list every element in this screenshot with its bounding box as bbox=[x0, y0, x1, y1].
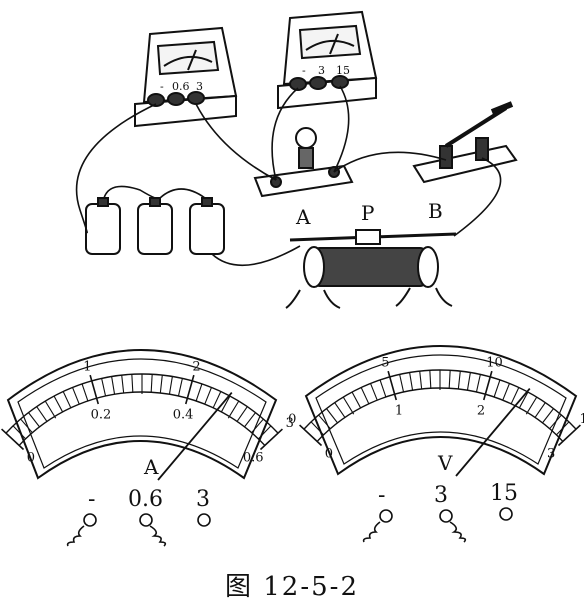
voltmeter-needle bbox=[455, 387, 531, 477]
ammeter-case bbox=[6, 349, 278, 480]
rheostat-label-b: B bbox=[428, 199, 443, 223]
battery-3 bbox=[189, 197, 225, 255]
battery-2 bbox=[137, 197, 173, 255]
ammeter-upper-tick-label: 1 bbox=[83, 360, 91, 375]
ammeter-terminal-0-6-label: 0.6 bbox=[128, 487, 163, 512]
ammeter-terminal-3-post bbox=[197, 513, 211, 527]
voltmeter-upper-tick-label: 0 bbox=[288, 412, 296, 427]
ammeter-upper-tick-label: 2 bbox=[192, 360, 200, 375]
voltmeter-lower-tick-label: 0 bbox=[325, 446, 333, 461]
rheostat: A P B bbox=[285, 199, 457, 309]
voltmeter-lower-tick-label: 3 bbox=[547, 446, 555, 461]
small-voltmeter: - 3 15 bbox=[277, 10, 378, 110]
small-voltmeter-terminal-3: 3 bbox=[318, 64, 325, 77]
switch bbox=[412, 101, 518, 184]
ammeter-terminal-0-6-post bbox=[139, 513, 153, 527]
voltmeter-terminal-15-label: 15 bbox=[490, 481, 518, 506]
ammeter-scale: 012300.20.40.6 bbox=[1, 360, 294, 465]
ammeter-dial: 012300.20.40.6 A - 0.6 3 bbox=[1, 349, 294, 547]
lamp-board bbox=[253, 127, 354, 198]
ammeter-lower-tick-label: 0.4 bbox=[173, 408, 194, 423]
voltmeter-terminal-3-label: 3 bbox=[434, 483, 448, 508]
voltmeter-terminal-3-post bbox=[439, 509, 453, 523]
figure-caption: 图 12-5-2 bbox=[224, 572, 359, 602]
small-ammeter-terminal-neg: - bbox=[160, 80, 164, 93]
small-ammeter: - 0.6 3 bbox=[134, 26, 238, 128]
rheostat-label-a: A bbox=[295, 205, 311, 229]
battery-1 bbox=[85, 197, 121, 255]
ammeter-lower-tick-label: 0.2 bbox=[91, 408, 112, 423]
voltmeter-lower-tick-label: 2 bbox=[477, 404, 485, 419]
ammeter-lower-tick-label: 0 bbox=[27, 450, 35, 465]
small-voltmeter-terminal-neg: - bbox=[302, 64, 306, 77]
voltmeter-terminal-15-post bbox=[499, 507, 513, 521]
voltmeter-upper-tick-label: 5 bbox=[381, 356, 389, 371]
ammeter-terminal-neg-post bbox=[83, 513, 97, 527]
voltmeter-case bbox=[304, 345, 578, 476]
rheostat-label-p: P bbox=[361, 201, 374, 225]
small-voltmeter-terminal-15: 15 bbox=[336, 64, 350, 77]
ammeter-upper-tick-label: 3 bbox=[286, 416, 294, 431]
circuit-apparatus: - 0.6 3 - 3 15 bbox=[75, 10, 518, 309]
wires bbox=[75, 85, 502, 267]
small-ammeter-terminal-3: 3 bbox=[196, 80, 203, 93]
voltmeter-terminal-neg-label: - bbox=[378, 483, 385, 508]
voltmeter-upper-tick-label: 15 bbox=[579, 412, 584, 427]
small-ammeter-terminal-0-6: 0.6 bbox=[172, 80, 190, 93]
ammeter-lower-tick-label: 0.6 bbox=[243, 450, 264, 465]
ammeter-unit-label: A bbox=[143, 455, 159, 479]
voltmeter-dial: 0 5 10 15 0 1 2 3 V - 3 15 bbox=[288, 345, 584, 543]
ammeter-needle bbox=[157, 391, 233, 481]
voltmeter-terminal-neg-post bbox=[379, 509, 393, 523]
voltmeter-unit-label: V bbox=[437, 451, 453, 475]
voltmeter-lower-tick-label: 1 bbox=[395, 404, 403, 419]
voltmeter-upper-tick-label: 10 bbox=[486, 356, 503, 371]
voltmeter-scale: 0 5 10 15 0 1 2 3 bbox=[288, 356, 584, 462]
ammeter-terminal-neg-label: - bbox=[88, 487, 95, 512]
ammeter-terminal-3-label: 3 bbox=[196, 487, 210, 512]
